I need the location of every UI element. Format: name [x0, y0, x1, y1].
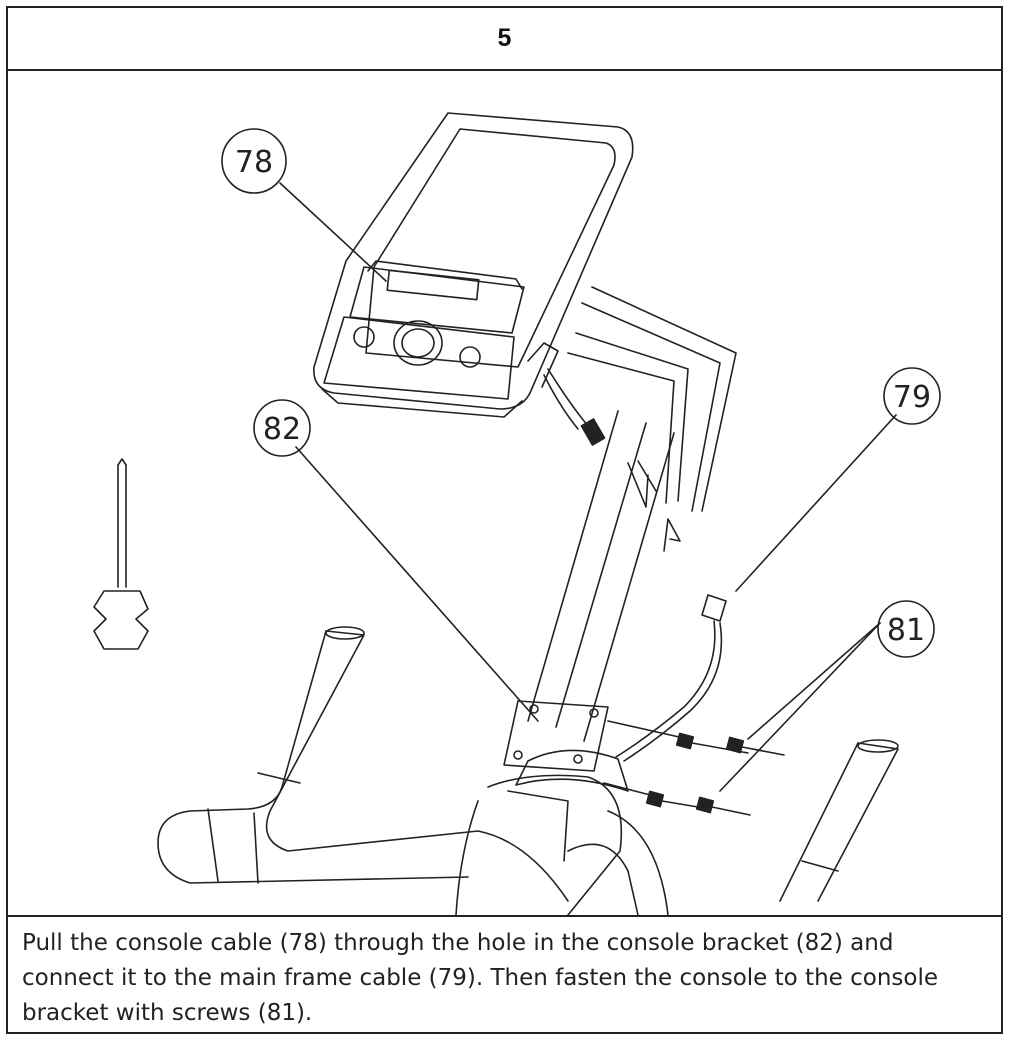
- assembly-diagram: 78 82 79 81: [8, 71, 1001, 917]
- step-number: 5: [497, 24, 512, 52]
- callout-circles: [221, 128, 941, 658]
- callout-81: 81: [887, 613, 925, 648]
- cable-routing-lines: [567, 286, 737, 552]
- callout-79: 79: [893, 380, 931, 415]
- callout-78: 78: [235, 145, 273, 180]
- screws-part: [603, 720, 785, 816]
- console-bracket-part: [455, 410, 675, 915]
- step-header: 5: [8, 8, 1001, 71]
- callout-82: 82: [263, 412, 301, 447]
- main-frame-cable-part: [615, 594, 727, 762]
- leader-lines: [279, 182, 897, 792]
- console-part: [313, 112, 634, 446]
- instruction-text: Pull the console cable (78) through the …: [22, 930, 938, 1026]
- handlebar-part: [157, 626, 899, 915]
- allen-key-tool: [93, 458, 149, 650]
- instruction-panel: 5: [6, 6, 1003, 1034]
